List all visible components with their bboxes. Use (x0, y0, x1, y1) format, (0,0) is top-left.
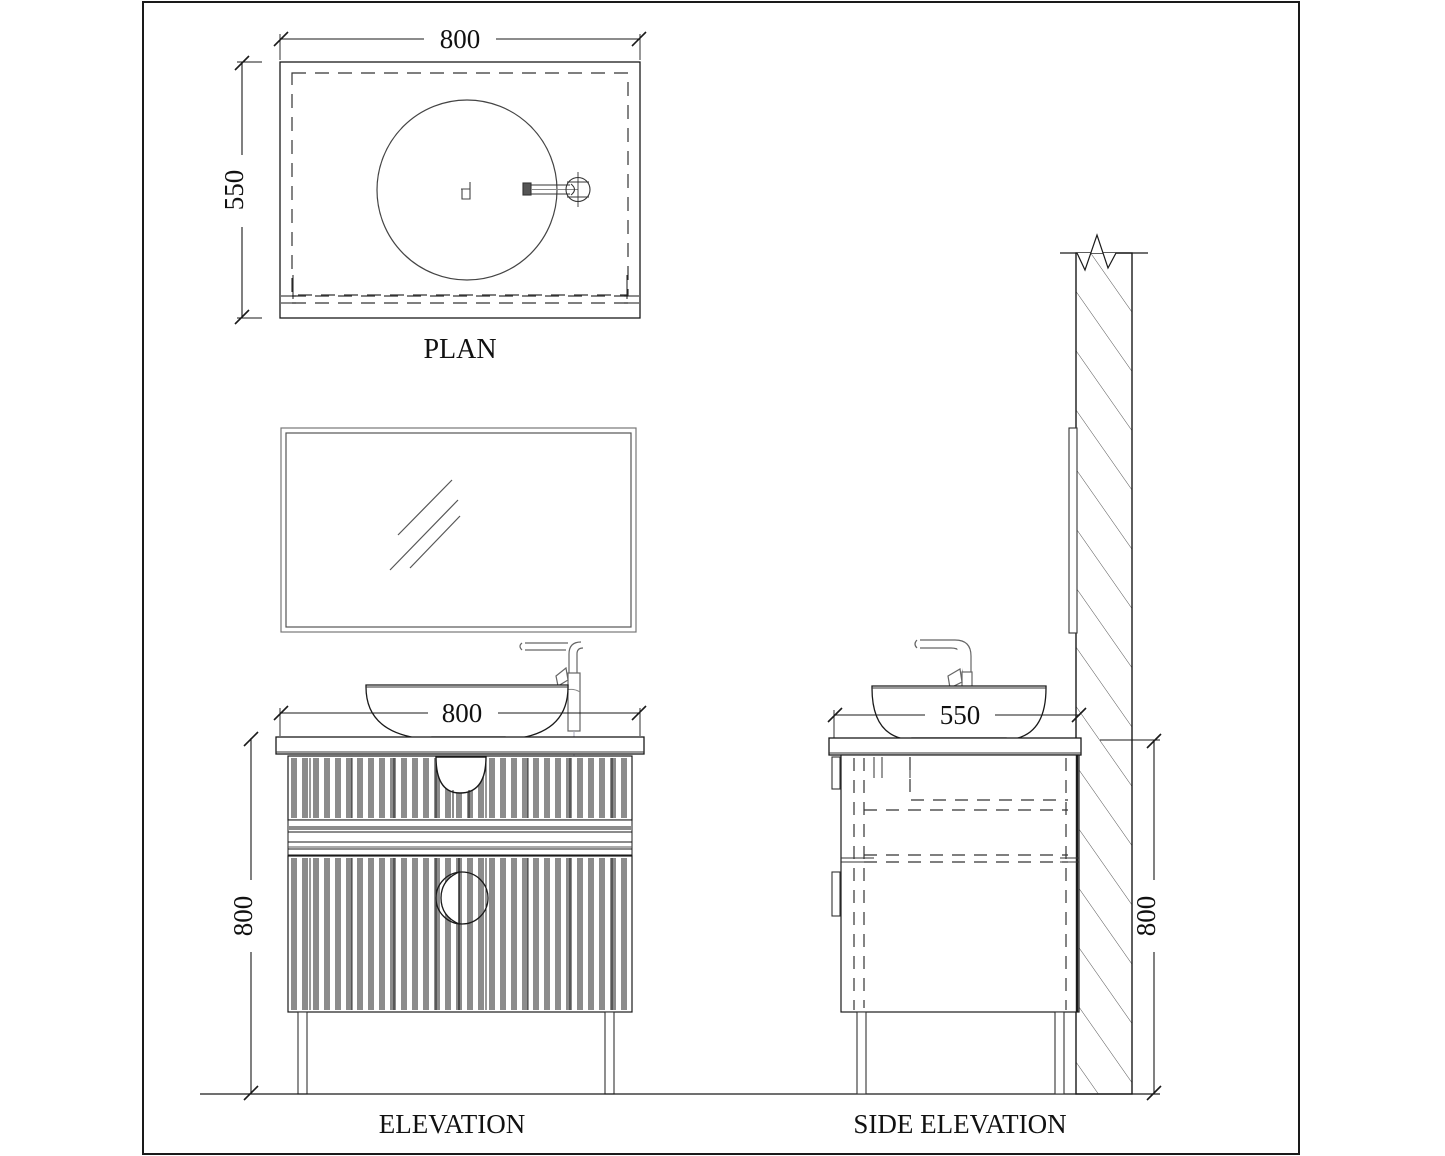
side-height-dimension: 800 (1100, 733, 1169, 1101)
plan-width-value: 800 (440, 24, 481, 54)
side-elevation: 550 (827, 233, 1169, 1139)
lower-flutes (291, 858, 627, 1010)
elevation-mid-rail (287, 819, 633, 856)
plan-width-dimension: 800 (273, 24, 647, 60)
plan-back-panel (281, 275, 639, 304)
side-internal-solid-lines (841, 757, 1079, 863)
side-cabinet-body (840, 754, 1080, 1013)
elevation-lower-doors (287, 855, 633, 1013)
elevation-upper-drawer (287, 755, 633, 821)
elevation-height-value: 800 (228, 896, 258, 937)
mirror (280, 427, 637, 633)
plan-label: PLAN (423, 334, 496, 365)
mirror-reflection-lines (389, 479, 461, 571)
elevation-legs (297, 1011, 615, 1095)
plan-center-mark-icon (461, 182, 471, 200)
side-depth-dimension: 550 (827, 700, 1087, 740)
plan-depth-value: 550 (219, 170, 249, 211)
sheet-border (142, 1, 1300, 1155)
wall-section (1060, 233, 1148, 1095)
plan-view: 800 550 (219, 24, 647, 365)
side-handles (831, 756, 841, 917)
side-hidden-lines (853, 757, 1068, 1010)
front-elevation: 800 (200, 641, 1160, 1139)
elevation-countertop (275, 736, 645, 755)
upper-drawer-handle[interactable] (435, 756, 487, 794)
side-depth-value: 550 (940, 700, 981, 730)
elevation-height-dimension: 800 (228, 731, 266, 1101)
plan-faucet-icon (522, 172, 591, 207)
elevation-label: ELEVATION (379, 1109, 525, 1139)
plan-basin-circle (376, 99, 558, 281)
elevation-width-value: 800 (442, 698, 483, 728)
elevation-width-dimension: 800 (273, 698, 647, 736)
plan-countertop-outline (279, 61, 641, 319)
elevation-faucet (519, 641, 584, 760)
side-height-value: 800 (1131, 896, 1161, 937)
break-line-icon (1060, 233, 1148, 272)
side-elevation-label: SIDE ELEVATION (853, 1109, 1066, 1139)
lower-door-handle[interactable] (435, 871, 489, 925)
plan-depth-dimension: 550 (219, 55, 262, 325)
upper-flutes (291, 758, 627, 818)
plan-cabinet-hidden-outline (291, 72, 629, 296)
wall-mirror-edge (1068, 427, 1078, 634)
side-countertop (828, 737, 1082, 756)
side-legs (856, 1011, 1065, 1095)
